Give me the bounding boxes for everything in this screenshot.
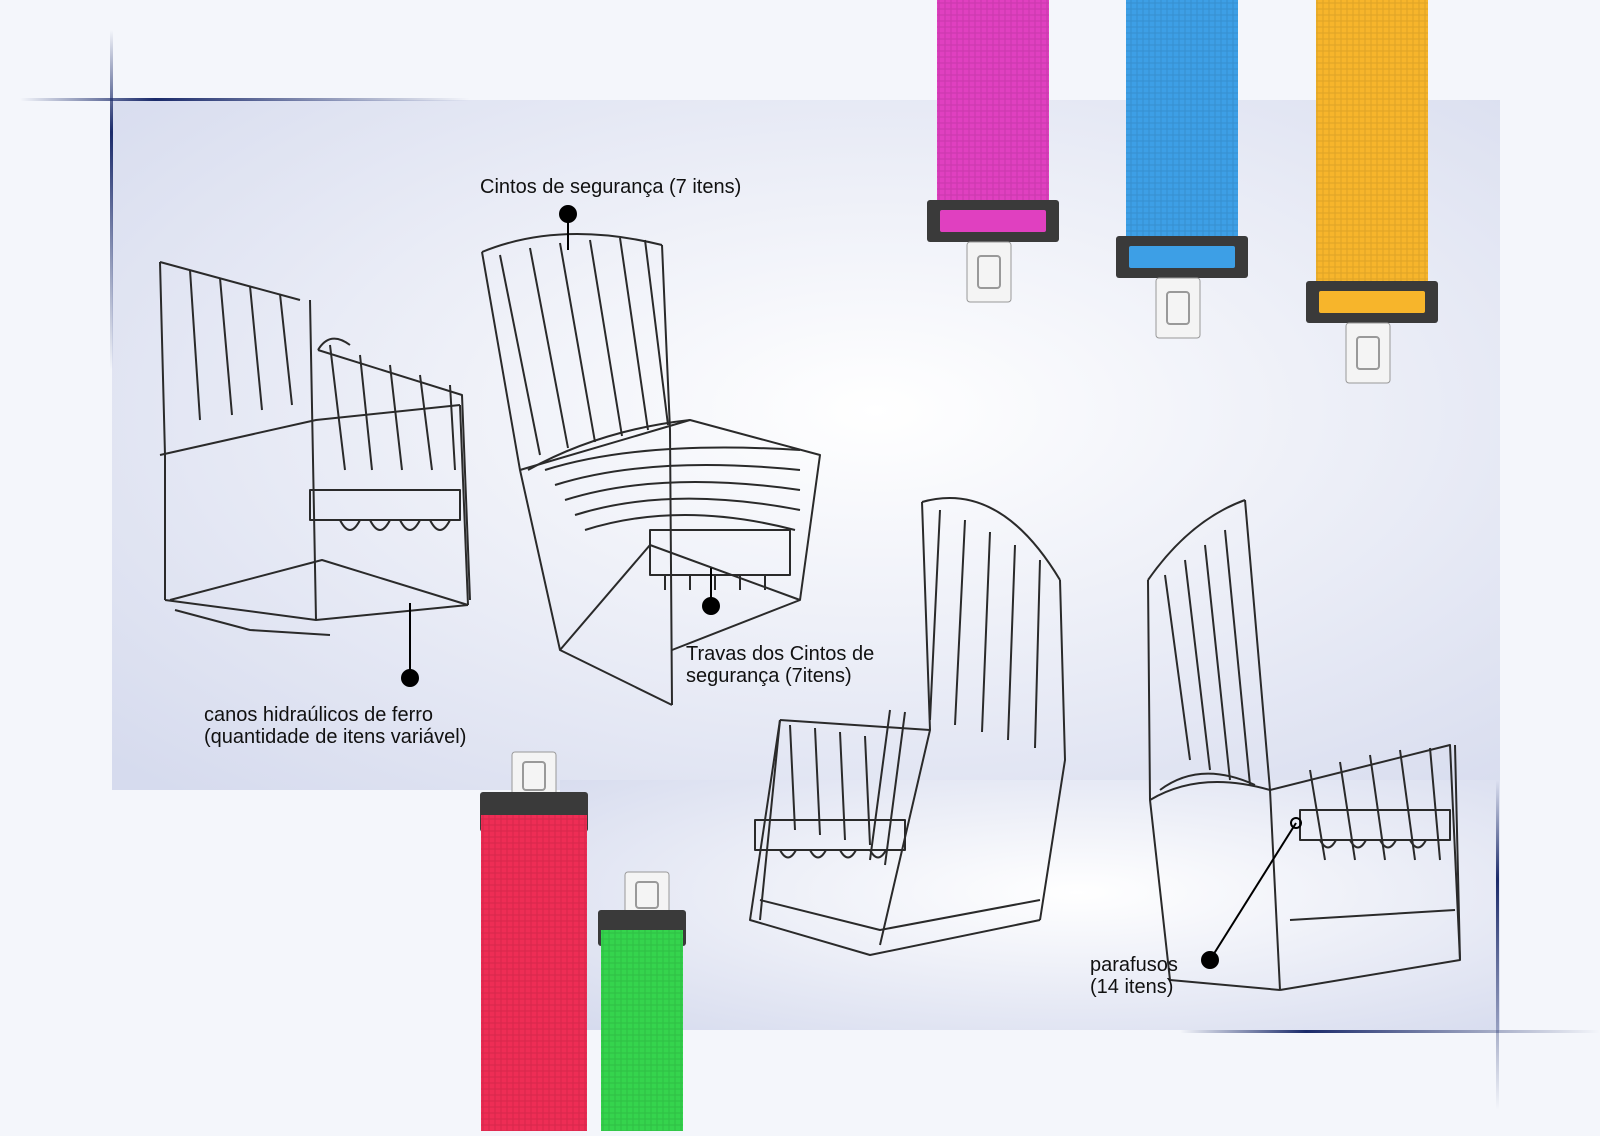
chair-view-3 [749, 497, 1066, 956]
callout-belts-line1: Cintos de segurança (7 itens) [480, 176, 742, 198]
buckle-tongue [1345, 322, 1391, 384]
buckle-tongue-slot [977, 255, 1001, 289]
buckle-tongue-slot [635, 881, 659, 909]
buckle-row [309, 489, 461, 531]
buckle-tongue [966, 241, 1012, 303]
callout-buckles-line2: segurança (7itens) [686, 665, 852, 687]
leader-dot-buckles [702, 597, 720, 615]
belt-yellow [1306, 0, 1438, 384]
background-panel-lower [560, 780, 1500, 1030]
chair-seat-slats [789, 724, 871, 846]
buckle-tongue [1155, 277, 1201, 339]
background-panel [112, 100, 1500, 790]
frame-line-right [1496, 780, 1499, 1110]
callout-leaders [401, 205, 1302, 969]
screw-point [1290, 817, 1302, 829]
chair-backrest-slats [499, 237, 669, 456]
callout-screws-line2: (14 itens) [1090, 976, 1174, 998]
chair-seat-slats [329, 344, 456, 471]
buckle-housing-inner [940, 210, 1046, 232]
buckle-row [754, 819, 906, 859]
belt-weave [601, 930, 683, 1131]
belt-magenta [927, 0, 1059, 303]
belt-weave [1316, 0, 1428, 305]
buckle-tongue-slot [1356, 336, 1380, 370]
callout-belts: Cintos de segurança (7 itens) [480, 176, 741, 198]
buckle-tongue-slot [522, 761, 546, 791]
callout-screws: parafusos (14 itens) [1090, 954, 1178, 998]
chair-backrest-slats [929, 509, 1041, 749]
chair-seat-slats [544, 446, 801, 531]
belt-weave [1126, 0, 1238, 260]
belt-red [480, 751, 588, 1131]
frame-line-left [110, 30, 113, 370]
chair-backrest-slats [189, 269, 293, 421]
belt-green [598, 871, 686, 1131]
leader-screws [1209, 822, 1297, 961]
buckle-row [649, 529, 791, 590]
belt-blue [1116, 0, 1248, 339]
callout-buckles: Travas dos Cintos de segurança (7itens) [686, 643, 874, 687]
chair-view-2 [481, 233, 821, 706]
callout-screws-line1: parafusos [1090, 954, 1178, 976]
belt-weave [481, 815, 587, 1131]
leader-dot-screws [1201, 951, 1219, 969]
callout-pipes-line2: (quantidade de itens variável) [204, 726, 467, 748]
chair-view-4 [1147, 499, 1461, 991]
callout-pipes-line1: canos hidraúlicos de ferro [204, 704, 434, 726]
frame-line-bottom [1180, 1030, 1600, 1033]
buckle-tongue-slot [1166, 291, 1190, 325]
belt-weave [937, 0, 1049, 225]
callout-buckles-line1: Travas dos Cintos de [686, 643, 875, 665]
leader-dot-belts [559, 205, 577, 223]
buckle-housing-inner [1319, 291, 1425, 313]
frame-line-top [20, 98, 470, 101]
callout-pipes: canos hidraúlicos de ferro (quantidade d… [204, 704, 466, 748]
chair-view-1 [159, 261, 471, 636]
leader-dot-pipes [401, 669, 419, 687]
buckle-housing-inner [1129, 246, 1235, 268]
chair-backrest-slats [1164, 529, 1251, 786]
